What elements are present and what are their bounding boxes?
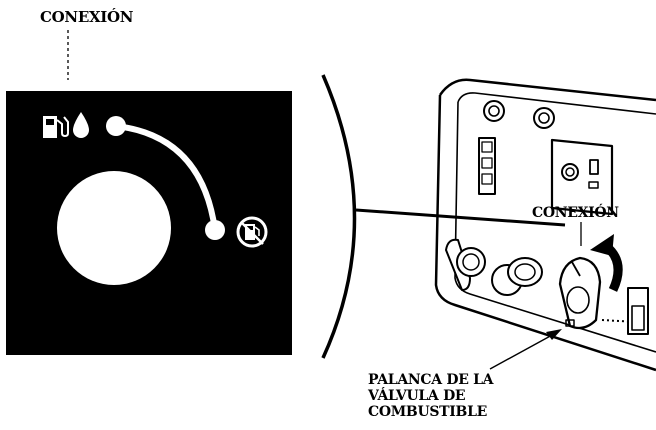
magnifier-bracket <box>321 74 357 359</box>
valve-knob-hole <box>57 171 171 285</box>
valve-off-position-dot <box>205 220 225 240</box>
lever-leader-arrowhead <box>546 329 562 340</box>
lever-label-line2: VÁLVULA DE <box>367 386 465 404</box>
valve-on-position-dot <box>106 116 126 136</box>
fuel-off-icon <box>236 216 268 248</box>
top-conexion-label: CONEXIÓN <box>40 8 134 26</box>
lever-label-line1: PALANCA DE LA <box>368 372 495 388</box>
zoom-connector-line <box>355 208 566 227</box>
lever-leader-line <box>489 333 555 370</box>
generator-control-panel <box>434 78 656 372</box>
lever-label-line3: COMBUSTIBLE <box>368 404 487 420</box>
fuel-pump-drop-icon <box>43 112 89 138</box>
panel-conexion-label: CONEXIÓN <box>532 203 619 221</box>
valve-travel-arc <box>113 123 218 233</box>
rotation-arrowhead <box>590 234 614 256</box>
